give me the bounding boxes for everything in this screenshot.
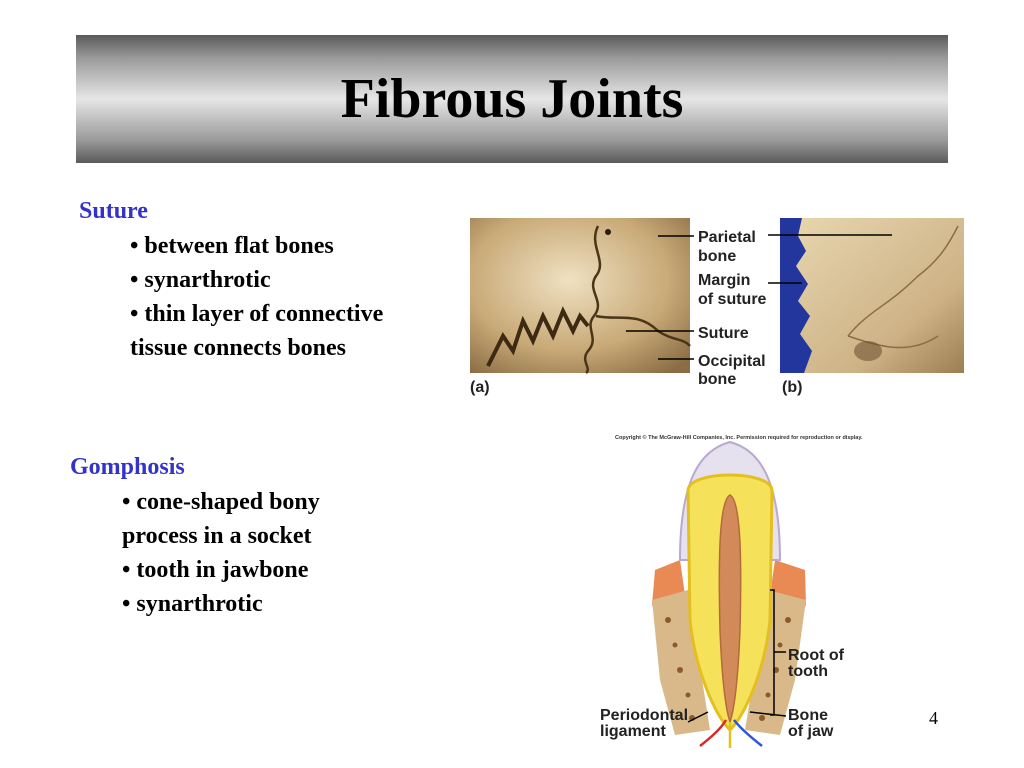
tooth-leader-lines <box>687 651 787 723</box>
jaw-bone-left <box>652 590 710 735</box>
label-root-2: tooth <box>788 663 828 680</box>
suture-bullet-3: • thin layer of connective <box>130 301 384 327</box>
slide-title: Fibrous Joints <box>340 68 684 130</box>
gomphosis-bullet-4: • synarthrotic <box>122 591 263 617</box>
suture-bullet-4: tissue connects bones <box>130 335 347 361</box>
copyright-notice: Copyright © The McGraw-Hill Companies, I… <box>615 434 863 441</box>
suture-bullet-2: • synarthrotic <box>130 267 271 293</box>
label-occipital-1: Occipital <box>698 353 766 370</box>
suture-heading: Suture <box>79 198 148 224</box>
label-panel-a: (a) <box>470 379 490 396</box>
gomphosis-bullet-2: process in a socket <box>122 523 312 549</box>
skull-photo-a <box>470 218 691 374</box>
label-panel-b: (b) <box>782 379 802 396</box>
label-bone-1: Bone <box>788 707 828 724</box>
label-bone-2: of jaw <box>788 723 834 740</box>
gomphosis-heading: Gomphosis <box>70 454 185 480</box>
skull-photo-b <box>780 218 964 373</box>
label-periodontal-1: Periodontal <box>600 707 688 724</box>
suture-figure: Parietal bone Margin of suture Suture Oc… <box>470 218 964 396</box>
label-margin-1: Margin <box>698 272 750 289</box>
vessels <box>699 719 763 748</box>
suture-leader-lines <box>626 234 892 360</box>
gomphosis-bullet-1: • cone-shaped bony <box>122 489 320 515</box>
tooth-figure: Copyright © The McGraw-Hill Companies, I… <box>600 434 863 748</box>
label-periodontal-2: ligament <box>600 723 666 740</box>
label-suture: Suture <box>698 325 749 342</box>
suture-bullet-1: • between flat bones <box>130 233 334 259</box>
label-root-1: Root of <box>788 647 845 664</box>
gomphosis-bullets: • cone-shaped bony process in a socket •… <box>122 485 320 621</box>
label-parietal-1: Parietal <box>698 229 756 246</box>
gomphosis-bullet-3: • tooth in jawbone <box>122 557 309 583</box>
label-margin-2: of suture <box>698 291 767 308</box>
label-parietal-2: bone <box>698 248 736 265</box>
page-number: 4 <box>929 708 938 728</box>
title-bar: Fibrous Joints <box>76 35 948 163</box>
label-occipital-2: bone <box>698 371 736 388</box>
jaw-bone-right <box>745 590 806 735</box>
bone-texture <box>665 617 791 721</box>
suture-bullets: • between flat bones • synarthrotic • th… <box>130 229 383 365</box>
